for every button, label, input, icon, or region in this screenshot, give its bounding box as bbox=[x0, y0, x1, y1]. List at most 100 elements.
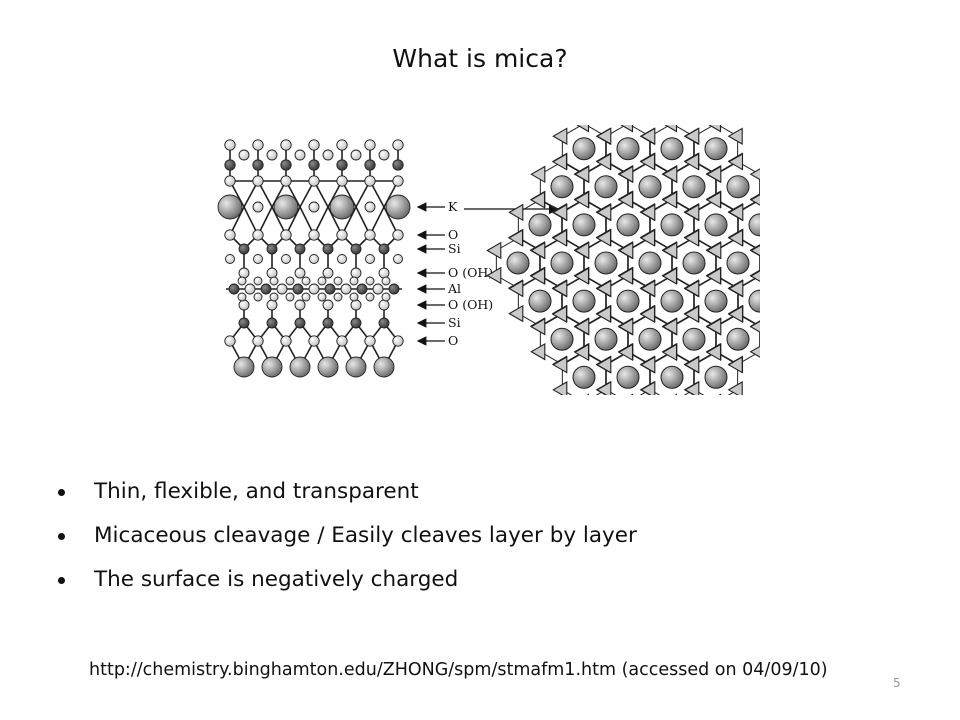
atom bbox=[364, 139, 376, 151]
tetrahedron-triangle bbox=[574, 317, 590, 336]
atom bbox=[365, 254, 375, 264]
tetrahedron-triangle bbox=[661, 343, 678, 362]
atom bbox=[378, 299, 390, 311]
atom bbox=[356, 283, 368, 295]
atom bbox=[350, 299, 362, 311]
tetrahedron-triangle bbox=[727, 381, 743, 395]
k-atom bbox=[660, 137, 684, 161]
atom bbox=[378, 267, 390, 279]
k-atom bbox=[506, 251, 530, 275]
tetrahedron-triangle bbox=[727, 356, 743, 374]
bullet-text: Thin, flexible, and transparent bbox=[94, 479, 419, 504]
tetrahedron-triangle bbox=[576, 125, 590, 133]
k-atom bbox=[616, 137, 640, 161]
atom bbox=[244, 283, 256, 295]
tetrahedron-triangle bbox=[640, 279, 656, 298]
tetrahedron-triangle bbox=[552, 356, 568, 374]
side-view-structure bbox=[217, 139, 411, 378]
tetrahedron-triangle bbox=[718, 393, 722, 395]
atom bbox=[336, 159, 348, 171]
atom bbox=[381, 292, 391, 302]
tetrahedron-triangle bbox=[684, 356, 700, 374]
atom bbox=[308, 175, 320, 187]
layer-labels: K O Si O (OH) Al O (OH) Si O bbox=[416, 199, 560, 348]
mica-structure-diagram: K O Si O (OH) Al O (OH) Si O bbox=[200, 125, 760, 395]
k-atom bbox=[638, 327, 662, 351]
k-atom bbox=[616, 289, 640, 313]
tetrahedron-triangle bbox=[640, 127, 656, 145]
atom bbox=[392, 335, 404, 347]
atom bbox=[237, 292, 247, 302]
atom bbox=[280, 159, 292, 171]
atom bbox=[238, 243, 250, 255]
tetrahedron-triangle bbox=[529, 267, 546, 285]
atom bbox=[301, 276, 311, 286]
atom bbox=[322, 299, 334, 311]
tetrahedron-triangle bbox=[551, 305, 568, 323]
atom bbox=[280, 229, 292, 241]
tetrahedron-triangle bbox=[749, 168, 760, 181]
atom bbox=[309, 254, 319, 264]
atom bbox=[365, 292, 375, 302]
atom bbox=[266, 267, 278, 279]
tetrahedron-triangle bbox=[749, 345, 760, 358]
atom bbox=[269, 292, 279, 302]
atom bbox=[317, 292, 327, 302]
atom bbox=[280, 139, 292, 151]
tetrahedron-triangle bbox=[662, 241, 678, 260]
k-atom bbox=[726, 251, 750, 275]
mica-structure-svg: K O Si O (OH) Al O (OH) Si O bbox=[217, 125, 760, 395]
layer-label-k: K bbox=[448, 199, 458, 214]
tetrahedron-triangle bbox=[617, 191, 634, 209]
k-atom bbox=[682, 251, 706, 275]
bullet-item: Micaceous cleavage / Easily cleaves laye… bbox=[58, 518, 637, 562]
tetrahedron-triangle bbox=[661, 267, 678, 285]
tetrahedron-triangle bbox=[664, 125, 678, 133]
k-atom bbox=[638, 175, 662, 199]
atom bbox=[337, 254, 347, 264]
k-atom bbox=[594, 175, 618, 199]
tetrahedron-triangle bbox=[595, 153, 612, 171]
layer-label-si-top: Si bbox=[448, 241, 461, 256]
tetrahedron-triangle bbox=[705, 191, 722, 209]
atom bbox=[238, 267, 250, 279]
atom bbox=[340, 283, 352, 295]
atom bbox=[285, 292, 295, 302]
atom bbox=[253, 292, 263, 302]
k-atom bbox=[660, 213, 684, 237]
atom bbox=[364, 229, 376, 241]
tetrahedron-triangle bbox=[684, 127, 700, 145]
atom bbox=[308, 229, 320, 241]
bullet-text: Micaceous cleavage / Easily cleaves laye… bbox=[94, 523, 637, 548]
atom bbox=[292, 283, 304, 295]
atom bbox=[233, 356, 255, 378]
tetrahedron-triangle bbox=[507, 229, 524, 247]
atom bbox=[364, 335, 376, 347]
atom bbox=[350, 267, 362, 279]
atom bbox=[308, 283, 320, 295]
tetrahedron-triangle bbox=[620, 125, 634, 133]
tetrahedron-triangle bbox=[618, 241, 634, 260]
tetrahedron-triangle bbox=[486, 241, 502, 260]
atom bbox=[285, 276, 295, 286]
tetrahedron-triangle bbox=[530, 342, 546, 361]
tetrahedron-triangle bbox=[705, 267, 722, 285]
atom bbox=[308, 159, 320, 171]
bullet-item: Thin, flexible, and transparent bbox=[58, 474, 637, 518]
tetrahedron-triangle bbox=[728, 203, 744, 222]
atom bbox=[252, 175, 264, 187]
atom bbox=[322, 149, 334, 161]
atom bbox=[260, 283, 272, 295]
tetrahedron-triangle bbox=[683, 305, 700, 323]
atom bbox=[333, 276, 343, 286]
atom bbox=[317, 276, 327, 286]
atom bbox=[217, 194, 243, 220]
slide-title: What is mica? bbox=[392, 44, 568, 73]
atom bbox=[281, 254, 291, 264]
atom bbox=[322, 317, 334, 329]
tetrahedron-triangle bbox=[618, 317, 634, 336]
tetrahedron-triangle bbox=[617, 343, 634, 362]
tetrahedron-triangle bbox=[640, 381, 656, 395]
tetrahedron-triangle bbox=[684, 279, 700, 298]
atom bbox=[253, 276, 263, 286]
